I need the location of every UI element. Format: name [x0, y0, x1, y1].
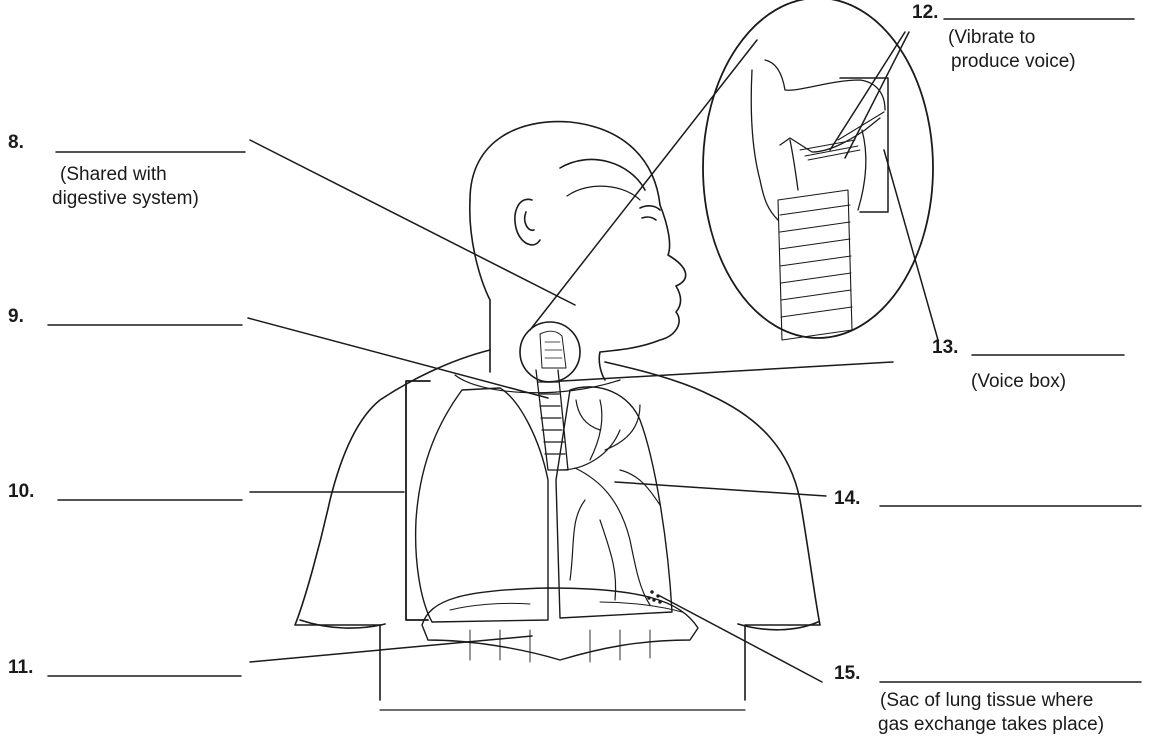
lungs: [416, 387, 672, 622]
magnified-larynx: [751, 60, 888, 340]
trachea-rings: [778, 190, 852, 340]
larynx-magnifier: [520, 0, 933, 382]
leader-line-11: [250, 636, 532, 662]
label-hint-13-line1: (Voice box): [971, 371, 1066, 393]
leader-line-12b: [845, 32, 909, 158]
leader-line-14: [615, 482, 826, 496]
torso-outline: [295, 122, 820, 710]
ear: [515, 199, 540, 245]
label-number-9: 9.: [8, 306, 24, 328]
label-hint-12-line1: (Vibrate to: [948, 27, 1035, 49]
label-number-13: 13.: [932, 337, 958, 359]
label-number-8: 8.: [8, 132, 24, 154]
leader-line-12a: [830, 32, 905, 150]
leader-line-13: [884, 150, 938, 340]
label-number-10: 10.: [8, 481, 34, 503]
label-hint-15-line2: gas exchange takes place): [878, 714, 1104, 736]
label-number-11: 11.: [8, 657, 33, 679]
label-hint-8-line1: (Shared with: [60, 164, 167, 186]
leader-line-9: [248, 318, 548, 398]
label-hint-12-line2: produce voice): [951, 51, 1076, 73]
label-number-12: 12.: [912, 2, 938, 24]
label-number-15: 15.: [834, 663, 860, 685]
label-hint-15-line1: (Sac of lung tissue where: [880, 690, 1093, 712]
leader-lines: [48, 19, 1141, 682]
leader-line-8: [250, 140, 575, 305]
bronchial-tree: [560, 400, 660, 605]
label-number-14: 14.: [834, 488, 860, 510]
leader-line-15: [660, 596, 822, 682]
label-hint-8-line2: digestive system): [52, 188, 199, 210]
